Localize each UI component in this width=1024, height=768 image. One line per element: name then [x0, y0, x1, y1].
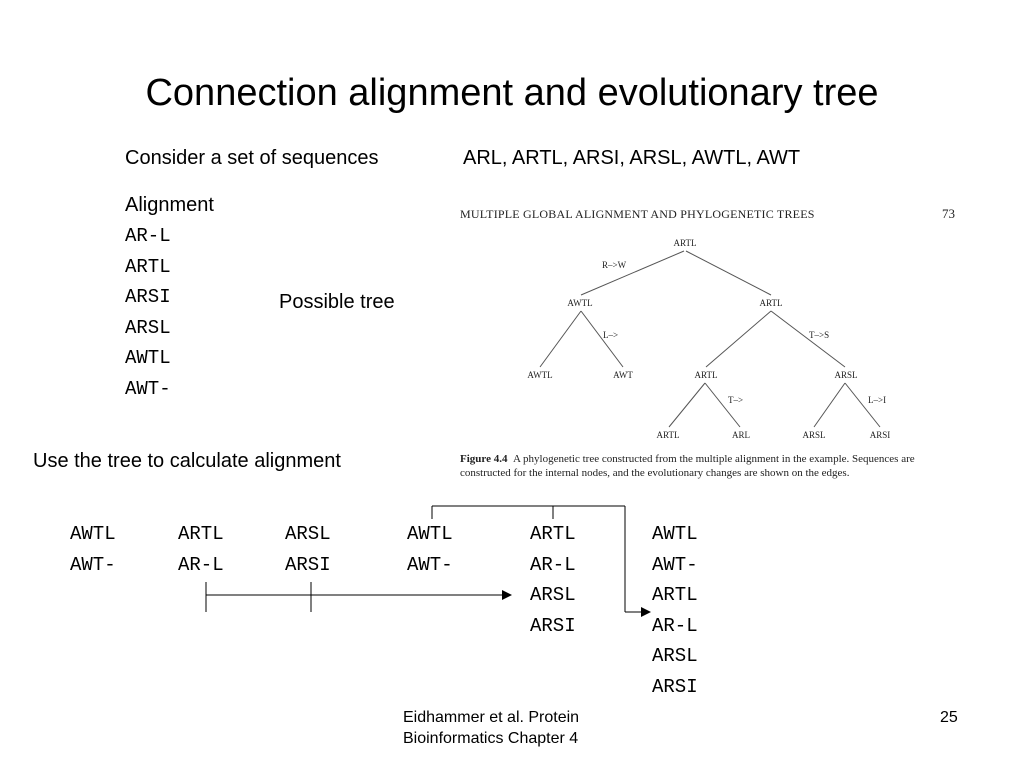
alignment-row: AWTL [652, 523, 698, 545]
footer-citation-line: Bioinformatics Chapter 4 [403, 730, 579, 747]
alignment-list: AR-L ARTL ARSI ARSL AWTL AWT- [125, 221, 171, 405]
intro-label: Consider a set of sequences [125, 147, 379, 169]
tree-leaf: ARSI [870, 430, 891, 440]
alignment-row: ARSL [530, 584, 576, 607]
alignment-row: ARSI [285, 553, 331, 576]
footer-citation-line: Eidhammer et al. Protein [403, 709, 580, 726]
tree-leaf: ARSL [802, 430, 825, 440]
tree-edge-label: L–> [603, 330, 618, 340]
slide-page-number: 25 [940, 709, 958, 726]
tree-node-left-right: AWT [613, 370, 633, 380]
tree-node-left-left: AWTL [527, 370, 552, 380]
tree-edge-label: T–> [728, 395, 743, 405]
alignment-row: ARSL [125, 316, 171, 339]
pair-alignment: AWTL AWT- [70, 519, 116, 580]
tree-node-left: AWTL [567, 298, 592, 308]
tree-node-right-left: ARTL [695, 370, 718, 380]
tree-edge-label: R–>W [602, 260, 627, 270]
tree-edge-label: T–>S [809, 330, 829, 340]
alignment-row: AR-L [125, 225, 171, 247]
alignment-row: AWT- [652, 553, 698, 576]
tree-node-right: ARTL [760, 298, 783, 308]
alignment-row: ARSI [125, 286, 171, 309]
alignment-heading: Alignment [125, 194, 214, 216]
final-alignment: AWTL AWT- ARTL AR-L ARSL ARSI [652, 519, 698, 703]
tree-edge-label: L–>I [868, 395, 886, 405]
alignment-row: AR-L [652, 614, 698, 637]
alignment-row: AWTL [70, 523, 116, 545]
alignment-row: AR-L [178, 553, 224, 576]
merged-alignment: ARTL AR-L ARSL ARSI [530, 519, 576, 641]
alignment-row: ARTL [652, 584, 698, 607]
tree-node-right-right: ARSL [834, 370, 857, 380]
alignment-row: ARSI [652, 675, 698, 698]
alignment-row: AWT- [70, 553, 116, 576]
tree-leaf: ARL [732, 430, 750, 440]
pair-alignment: ARTL AR-L [178, 519, 224, 580]
alignment-row: AWTL [407, 523, 453, 545]
arrow-right-icon [502, 590, 512, 600]
use-tree-label: Use the tree to calculate alignment [33, 450, 341, 472]
alignment-row: ARTL [530, 523, 576, 545]
footer-citation: Eidhammer et al. Protein Bioinformatics … [403, 707, 579, 749]
pair-alignment: ARSL ARSI [285, 519, 331, 580]
figure-header: MULTIPLE GLOBAL ALIGNMENT AND PHYLOGENET… [460, 207, 815, 221]
tree-connector-lines [205, 505, 641, 613]
figure-caption: Figure 4.4 A phylogenetic tree construct… [460, 453, 960, 480]
tree-node-root: ARTL [674, 238, 697, 248]
tree-leaf: ARTL [657, 430, 680, 440]
figure-caption-label: Figure 4.4 [460, 453, 508, 465]
alignment-row: AWT- [407, 553, 453, 576]
alignment-row: AWTL [125, 347, 171, 370]
alignment-row: AWT- [125, 377, 171, 400]
intro-sequences: ARL, ARTL, ARSI, ARSL, AWTL, AWT [463, 147, 801, 169]
alignment-row: ARSL [652, 645, 698, 668]
possible-tree-label: Possible tree [279, 291, 395, 313]
alignment-row: ARSI [530, 614, 576, 637]
alignment-row: AR-L [530, 553, 576, 576]
figure-caption-text: A phylogenetic tree constructed from the… [460, 453, 915, 479]
alignment-row: ARTL [125, 255, 171, 278]
tree-edges [539, 250, 881, 428]
pair-alignment: AWTL AWT- [407, 519, 453, 580]
figure-page-number: 73 [942, 206, 955, 221]
alignment-row: ARSL [285, 523, 331, 545]
arrow-right-icon [641, 607, 651, 617]
alignment-row: ARTL [178, 523, 224, 545]
slide-title: Connection alignment and evolutionary tr… [145, 72, 879, 114]
